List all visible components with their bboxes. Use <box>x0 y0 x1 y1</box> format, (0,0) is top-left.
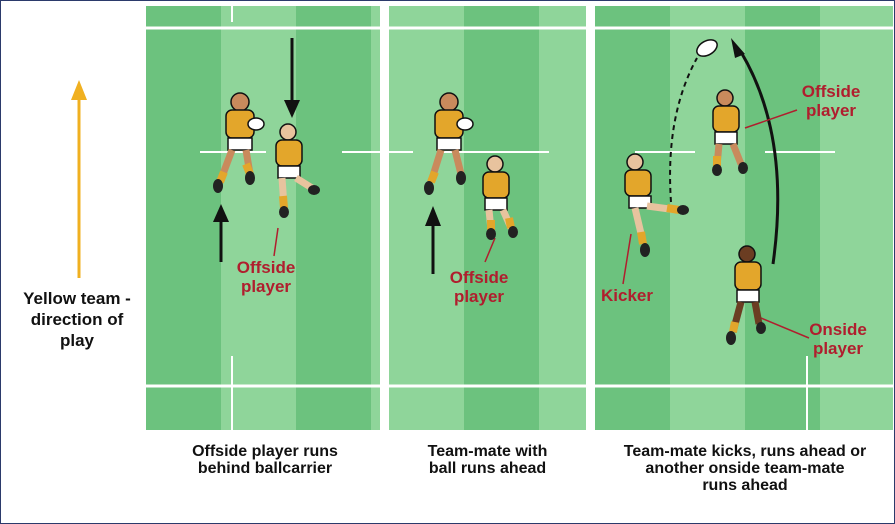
offside-label-line1: Offside <box>236 258 296 277</box>
rugby-ball <box>696 39 718 57</box>
caption-line1: Team-mate kicks, runs ahead or <box>623 443 867 460</box>
kicker-player <box>624 153 689 257</box>
up-arrow <box>425 206 441 274</box>
onside-player-label: Onside player <box>801 320 875 358</box>
offside-label-line2: player <box>240 277 292 296</box>
caption-panel-2: Team-mate with ball runs ahead <box>389 443 586 477</box>
direction-arrow <box>71 80 87 278</box>
caption-line3: runs ahead <box>702 477 788 494</box>
direction-of-play-label: Yellow team - direction of play <box>12 288 142 351</box>
down-arrow <box>284 38 300 118</box>
direction-label-line1: Yellow team - <box>23 289 131 308</box>
ballcarrier-player <box>424 92 474 195</box>
kicker-label-text: Kicker <box>601 286 653 305</box>
offside-player-label: Offside player <box>439 268 519 306</box>
pitch-panel-1: Offside player <box>146 6 380 430</box>
kicker-label: Kicker <box>597 286 657 305</box>
caption-line2: ball runs ahead <box>428 460 547 477</box>
up-arrow <box>213 204 229 262</box>
direction-label-line2: direction of <box>30 310 124 329</box>
offside-player-label: Offside player <box>226 258 306 296</box>
onside-player <box>726 245 766 345</box>
pitch-panel-2: Offside player <box>389 6 586 430</box>
offside-label-line1: Offside <box>449 268 509 287</box>
caption-panel-1: Offside player runs behind ballcarrier <box>150 443 380 477</box>
offside-label-line1: Offside <box>801 82 861 101</box>
caption-line2: another onside team-mate <box>645 460 845 477</box>
offside-player-label: Offside player <box>791 82 871 120</box>
offside-player <box>275 123 320 218</box>
caption-panel-3: Team-mate kicks, runs ahead or another o… <box>600 443 890 494</box>
onside-label-line1: Onside <box>809 320 867 339</box>
ballcarrier-player <box>213 92 265 193</box>
offside-player <box>482 155 518 240</box>
pitch-panel-3: Offside player Kicker Onside player <box>595 6 893 430</box>
offside-label-line2: player <box>453 287 505 306</box>
onside-label-line2: player <box>812 339 864 358</box>
caption-line2: behind ballcarrier <box>197 460 333 477</box>
caption-line1: Offside player runs <box>192 443 338 460</box>
caption-line1: Team-mate with <box>427 443 548 460</box>
offside-label-line2: player <box>805 101 857 120</box>
direction-label-line3: play <box>59 331 95 350</box>
offside-player <box>712 89 748 176</box>
